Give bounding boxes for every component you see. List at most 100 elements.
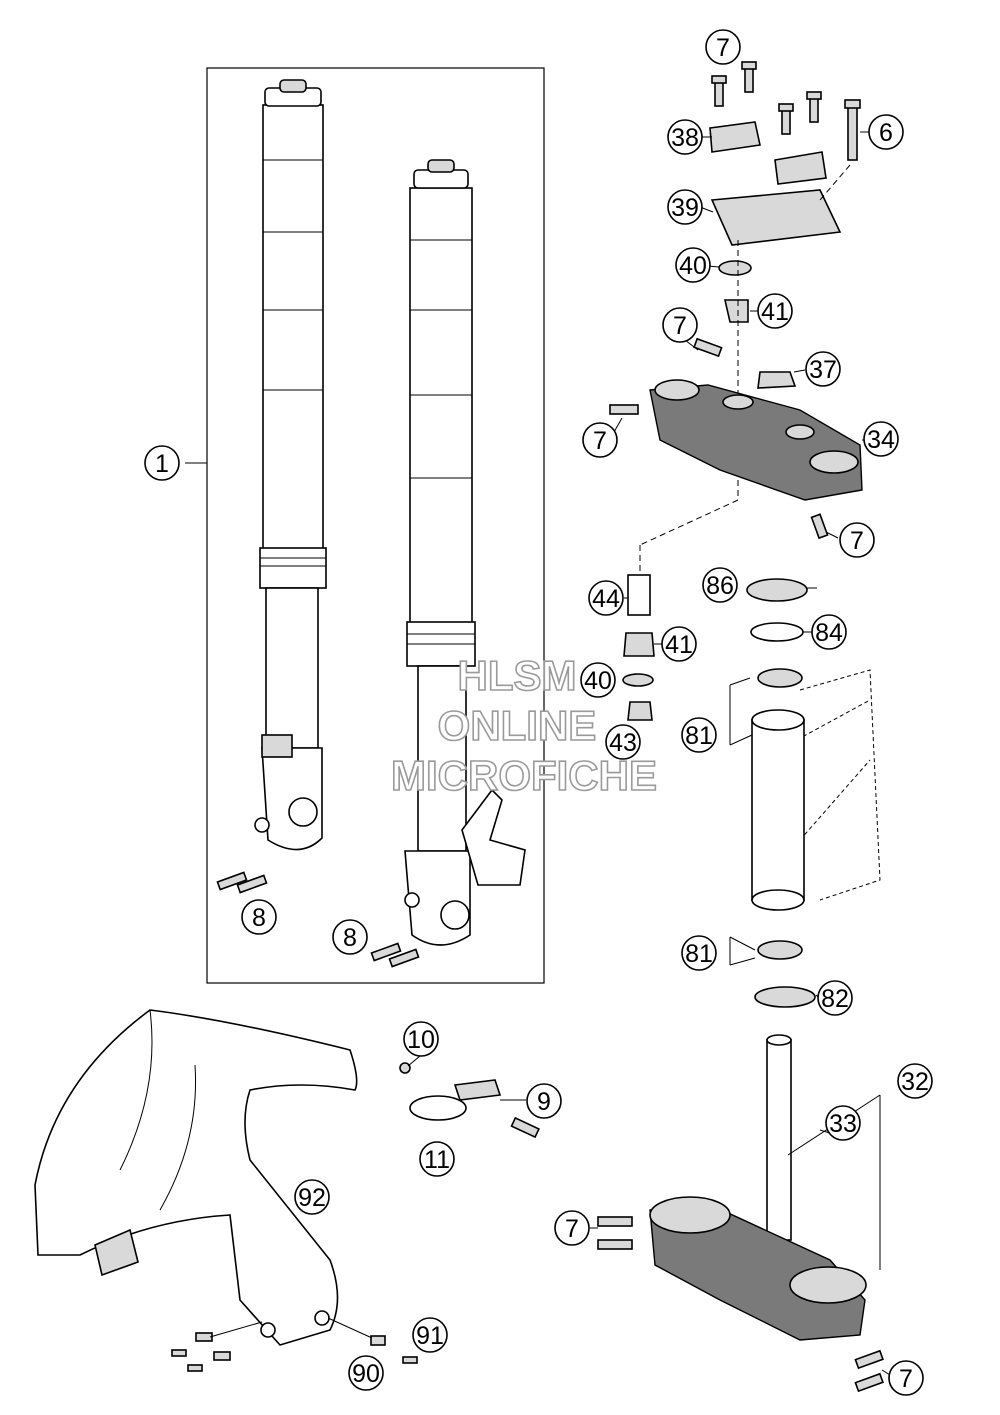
callout-39: 39 xyxy=(667,189,703,225)
cover-86 xyxy=(746,578,808,602)
nut-43 xyxy=(627,701,653,721)
bolt-7-b xyxy=(693,337,723,358)
svg-text:40: 40 xyxy=(679,252,707,280)
callout-92: 92 xyxy=(294,1179,330,1215)
svg-text:7: 7 xyxy=(899,1365,913,1393)
svg-text:37: 37 xyxy=(809,356,837,384)
bushing-41-upper xyxy=(723,299,749,323)
callout-8-left: 8 xyxy=(241,899,277,935)
callout-7-d: 7 xyxy=(839,522,875,558)
callout-81-upper: 81 xyxy=(681,717,717,753)
svg-text:6: 6 xyxy=(879,119,893,147)
svg-text:81: 81 xyxy=(685,940,713,968)
callout-90: 90 xyxy=(348,1355,384,1391)
seal-82 xyxy=(754,986,816,1008)
callout-6: 6 xyxy=(868,114,904,150)
svg-text:82: 82 xyxy=(821,985,849,1013)
watermark-line-3: MICROFICHE xyxy=(391,752,657,799)
callout-91: 91 xyxy=(412,1317,448,1353)
svg-text:81: 81 xyxy=(685,722,713,750)
bolt-7-f2 xyxy=(854,1372,884,1393)
callout-11: 11 xyxy=(419,1141,455,1177)
svg-text:9: 9 xyxy=(537,1088,551,1116)
callout-82: 82 xyxy=(817,980,853,1016)
clamp-bracket xyxy=(453,1079,502,1101)
clamp-11 xyxy=(409,1095,467,1121)
handlebar-bolts xyxy=(711,61,861,161)
svg-text:32: 32 xyxy=(901,1068,929,1096)
watermark-line-2: ONLINE xyxy=(438,702,597,749)
washer-40-lower xyxy=(622,673,654,687)
svg-text:90: 90 xyxy=(352,1360,380,1388)
callout-40-upper: 40 xyxy=(675,247,711,283)
bolt-7-c xyxy=(609,404,639,415)
nut-37 xyxy=(757,371,797,389)
fork-assembly-frame xyxy=(206,67,545,984)
bolt-7-f1 xyxy=(854,1349,884,1370)
callout-34: 34 xyxy=(863,421,899,457)
callout-7-f: 7 xyxy=(888,1360,924,1396)
handlebar-clamp-lower xyxy=(710,164,851,246)
svg-text:33: 33 xyxy=(829,1110,857,1138)
svg-text:44: 44 xyxy=(592,585,620,613)
svg-text:1: 1 xyxy=(155,450,169,478)
svg-text:7: 7 xyxy=(593,427,607,455)
svg-text:7: 7 xyxy=(673,312,687,340)
bolts-right xyxy=(370,942,420,968)
svg-text:10: 10 xyxy=(407,1026,435,1054)
callout-1: 1 xyxy=(144,445,180,481)
callout-86: 86 xyxy=(702,567,738,603)
nut-10 xyxy=(399,1062,411,1074)
svg-text:92: 92 xyxy=(298,1184,326,1212)
callout-7-e: 7 xyxy=(554,1210,590,1246)
seal-84 xyxy=(750,622,804,642)
callout-8-right: 8 xyxy=(332,919,368,955)
callout-40-lower: 40 xyxy=(580,662,616,698)
svg-text:34: 34 xyxy=(867,426,895,454)
svg-text:86: 86 xyxy=(706,572,734,600)
callout-7-top: 7 xyxy=(705,29,741,65)
callout-10: 10 xyxy=(403,1021,439,1057)
upper-triple-clamp xyxy=(649,379,863,501)
svg-text:7: 7 xyxy=(850,527,864,555)
svg-text:11: 11 xyxy=(424,1146,450,1174)
svg-text:91: 91 xyxy=(416,1322,444,1350)
bolt-9 xyxy=(510,1116,540,1139)
handlebar-clamps-upper xyxy=(709,121,827,185)
washer-40-upper xyxy=(718,260,752,276)
svg-text:8: 8 xyxy=(343,924,357,952)
svg-text:41: 41 xyxy=(761,298,789,326)
callout-9: 9 xyxy=(526,1083,562,1119)
callout-7-b: 7 xyxy=(662,307,698,343)
fork-leg-right xyxy=(404,159,526,946)
pin-44 xyxy=(627,574,651,616)
callouts: 1 6 7 7 7 7 7 7 8 8 9 10 11 32 33 34 37 … xyxy=(144,29,933,1396)
svg-text:38: 38 xyxy=(671,124,699,152)
bolts-left xyxy=(216,871,268,894)
svg-text:7: 7 xyxy=(565,1215,579,1243)
fender-screws xyxy=(171,1317,418,1372)
svg-text:41: 41 xyxy=(665,631,693,659)
svg-text:8: 8 xyxy=(252,904,266,932)
callout-84: 84 xyxy=(811,614,847,650)
callout-37: 37 xyxy=(805,351,841,387)
bushing-41-lower xyxy=(623,632,655,657)
callout-41-upper: 41 xyxy=(757,293,793,329)
bolt-7-d xyxy=(810,513,829,540)
callout-32: 32 xyxy=(897,1063,933,1099)
callout-44: 44 xyxy=(588,580,624,616)
fork-leg-left xyxy=(254,79,327,851)
callout-33: 33 xyxy=(825,1105,861,1141)
callout-81-lower: 81 xyxy=(681,935,717,971)
steering-head-tube xyxy=(751,709,805,911)
bearing-81-lower xyxy=(757,940,803,960)
svg-text:40: 40 xyxy=(584,667,612,695)
callout-41-lower: 41 xyxy=(661,626,697,662)
svg-text:43: 43 xyxy=(609,729,637,757)
svg-text:7: 7 xyxy=(716,34,730,62)
watermark-line-1: HLSM xyxy=(458,652,577,699)
svg-text:39: 39 xyxy=(671,194,699,222)
callout-43: 43 xyxy=(605,724,641,760)
front-fender xyxy=(34,1009,358,1346)
